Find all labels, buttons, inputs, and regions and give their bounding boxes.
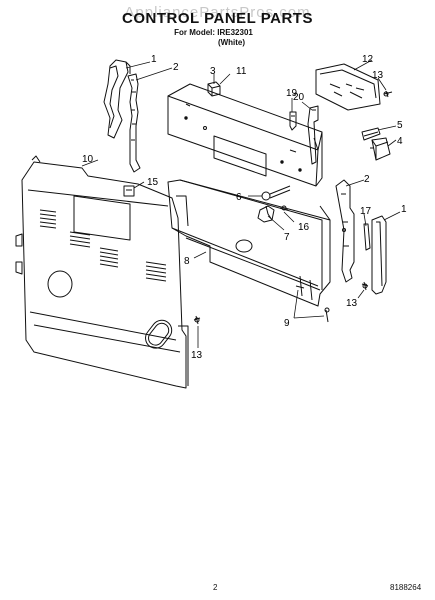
part-switch-4 xyxy=(370,137,391,161)
callout-15: 15 xyxy=(147,177,159,188)
page-number: 2 xyxy=(213,583,218,592)
callout-2-top: 2 xyxy=(173,62,179,73)
callout-2-right: 2 xyxy=(364,174,370,185)
document-number: 8188264 xyxy=(390,583,422,592)
part-control-panel xyxy=(167,83,323,187)
part-screw-top xyxy=(383,90,393,98)
callout-13-right: 13 xyxy=(346,298,358,309)
part-screw-right xyxy=(361,281,369,291)
part-knob-bracket xyxy=(207,81,221,97)
callout-13-bottom: 13 xyxy=(191,350,203,361)
watermark: AppliancePartsPros.com xyxy=(124,4,311,21)
callout-13-top: 13 xyxy=(372,70,384,81)
callout-6: 6 xyxy=(236,192,242,203)
callout-5: 5 xyxy=(397,120,403,131)
part-bracket-small-19 xyxy=(289,111,297,131)
part-rear-panel xyxy=(15,155,189,389)
part-end-cap-right xyxy=(371,215,387,295)
part-screws-9 xyxy=(295,285,330,323)
part-bracket-5 xyxy=(361,127,381,141)
callout-16: 16 xyxy=(298,222,310,233)
part-bracket-right xyxy=(335,179,355,283)
callout-3: 3 xyxy=(210,66,216,77)
callout-10: 10 xyxy=(82,154,94,165)
callout-9: 9 xyxy=(284,318,290,329)
callout-19: 19 xyxy=(286,88,298,99)
part-clip xyxy=(123,185,135,197)
callout-7: 7 xyxy=(284,232,290,243)
part-bracket-left xyxy=(127,73,141,173)
model-label: For Model: IRE32301 xyxy=(174,28,253,37)
part-screw-bottom xyxy=(193,315,201,325)
color-label: (White) xyxy=(217,38,246,47)
part-knob-6 xyxy=(261,185,291,201)
callout-12: 12 xyxy=(362,54,374,65)
part-clip-17 xyxy=(363,223,371,251)
part-lower-trim xyxy=(167,179,331,307)
callout-4: 4 xyxy=(397,136,403,147)
callout-8: 8 xyxy=(184,256,190,267)
callout-1-top: 1 xyxy=(151,54,157,65)
part-end-cap-left xyxy=(103,59,131,139)
part-touch-control xyxy=(315,63,381,111)
callout-20: 20 xyxy=(293,92,305,103)
callout-11: 11 xyxy=(236,66,247,77)
page-title: CONTROL PANEL PARTS xyxy=(122,10,313,27)
callout-17: 17 xyxy=(360,206,372,217)
callout-1-right: 1 xyxy=(401,204,407,215)
leader-lines xyxy=(81,59,401,348)
part-bracket-20 xyxy=(307,105,319,165)
